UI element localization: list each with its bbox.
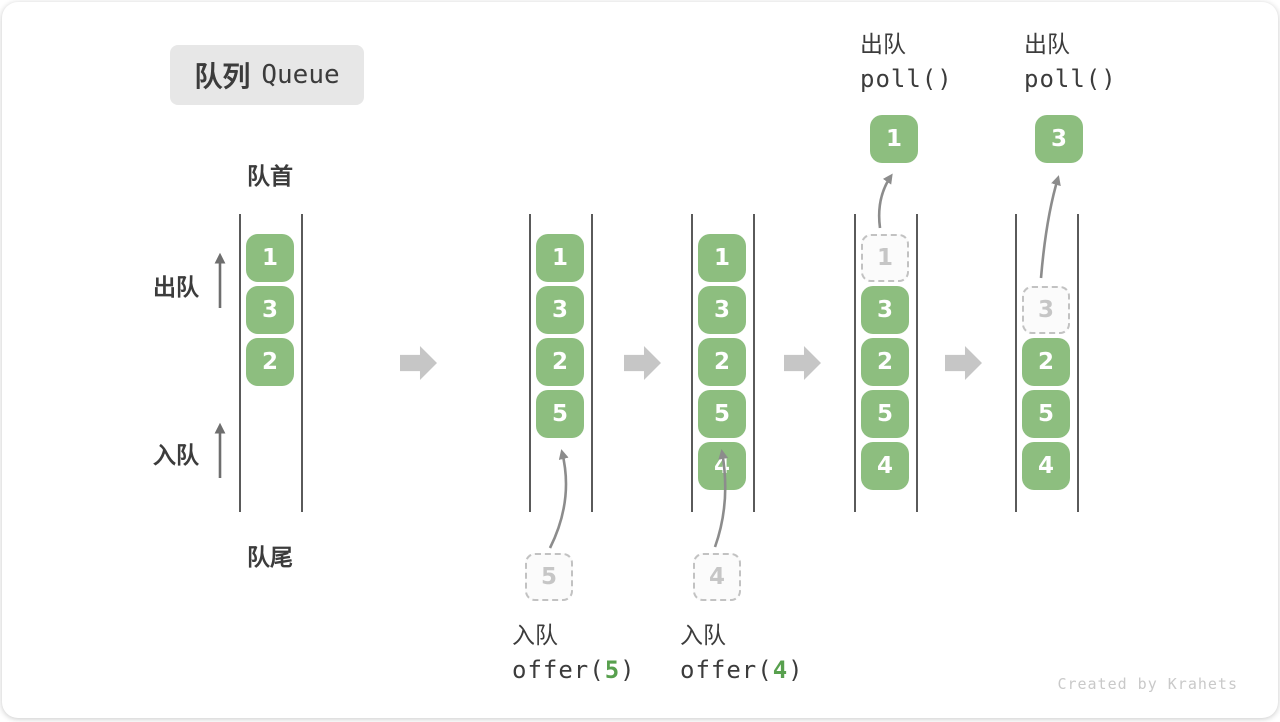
queue-wall	[529, 214, 531, 512]
queue-cell: 4	[861, 442, 909, 490]
queue-cell: 2	[536, 338, 584, 386]
queue-cell-ghost: 3	[1022, 286, 1070, 334]
op-code: offer(5)	[512, 656, 636, 684]
right-block-arrow-icon	[400, 346, 437, 380]
op-code: poll()	[860, 65, 953, 93]
queue-wall	[854, 214, 856, 512]
queue-cell: 3	[246, 286, 294, 334]
queue-cell: 5	[536, 390, 584, 438]
queue-wall	[301, 214, 303, 512]
queue-cell: 3	[536, 286, 584, 334]
op-dequeue-label-block: 出队 poll()	[860, 30, 953, 93]
queue-cell: 2	[1022, 338, 1070, 386]
queue-cell: 5	[861, 390, 909, 438]
op-label: 入队	[512, 622, 558, 648]
staged-cell: 4	[693, 553, 741, 601]
op-arg: 5	[604, 656, 621, 684]
queue-cell: 3	[698, 286, 746, 334]
queue-cell: 2	[698, 338, 746, 386]
label-dequeue-direction: 出队	[153, 274, 199, 300]
queue-cell: 1	[698, 234, 746, 282]
queue-cell-ghost: 1	[861, 234, 909, 282]
queue-wall	[1077, 214, 1079, 512]
op-enqueue-label-block: 入队 offer(4)	[680, 621, 804, 684]
op-label: 出队	[860, 31, 906, 57]
queue-cell: 1	[536, 234, 584, 282]
op-dequeue-label-block: 出队 poll()	[1024, 30, 1117, 93]
title-badge: 队列 Queue	[170, 45, 364, 105]
dequeued-cell: 3	[1035, 115, 1083, 163]
queue-cell: 3	[861, 286, 909, 334]
staged-cell: 5	[525, 553, 573, 601]
op-enqueue-label-block: 入队 offer(5)	[512, 621, 636, 684]
label-queue-rear: 队尾	[247, 544, 293, 570]
op-arg: 4	[772, 656, 789, 684]
dequeued-cell: 1	[870, 115, 918, 163]
queue-cell: 4	[1022, 442, 1070, 490]
curved-arrow-enqueue-5	[548, 449, 569, 549]
queue-wall	[916, 214, 918, 512]
queue-cell: 5	[698, 390, 746, 438]
right-block-arrow-icon	[784, 346, 821, 380]
right-block-arrow-icon	[624, 346, 661, 380]
queue-wall	[753, 214, 755, 512]
queue-wall	[1015, 214, 1017, 512]
right-block-arrow-icon	[945, 346, 982, 380]
queue-cell: 5	[1022, 390, 1070, 438]
op-code: offer(4)	[680, 656, 804, 684]
queue-cell: 2	[861, 338, 909, 386]
op-label: 入队	[680, 622, 726, 648]
queue-cell: 1	[246, 234, 294, 282]
queue-cell: 2	[246, 338, 294, 386]
label-queue-front: 队首	[247, 163, 293, 189]
watermark: Created by Krahets	[1057, 675, 1238, 693]
queue-wall	[591, 214, 593, 512]
queue-wall	[239, 214, 241, 512]
queue-cell: 4	[698, 442, 746, 490]
curved-arrow-dequeue-1	[877, 173, 893, 229]
queue-wall	[691, 214, 693, 512]
title-en: Queue	[261, 60, 340, 90]
op-label: 出队	[1024, 31, 1070, 57]
label-enqueue-direction: 入队	[153, 442, 199, 468]
curved-arrow-dequeue-3	[1039, 175, 1061, 279]
op-code: poll()	[1024, 65, 1117, 93]
title-zh: 队列	[194, 61, 251, 92]
